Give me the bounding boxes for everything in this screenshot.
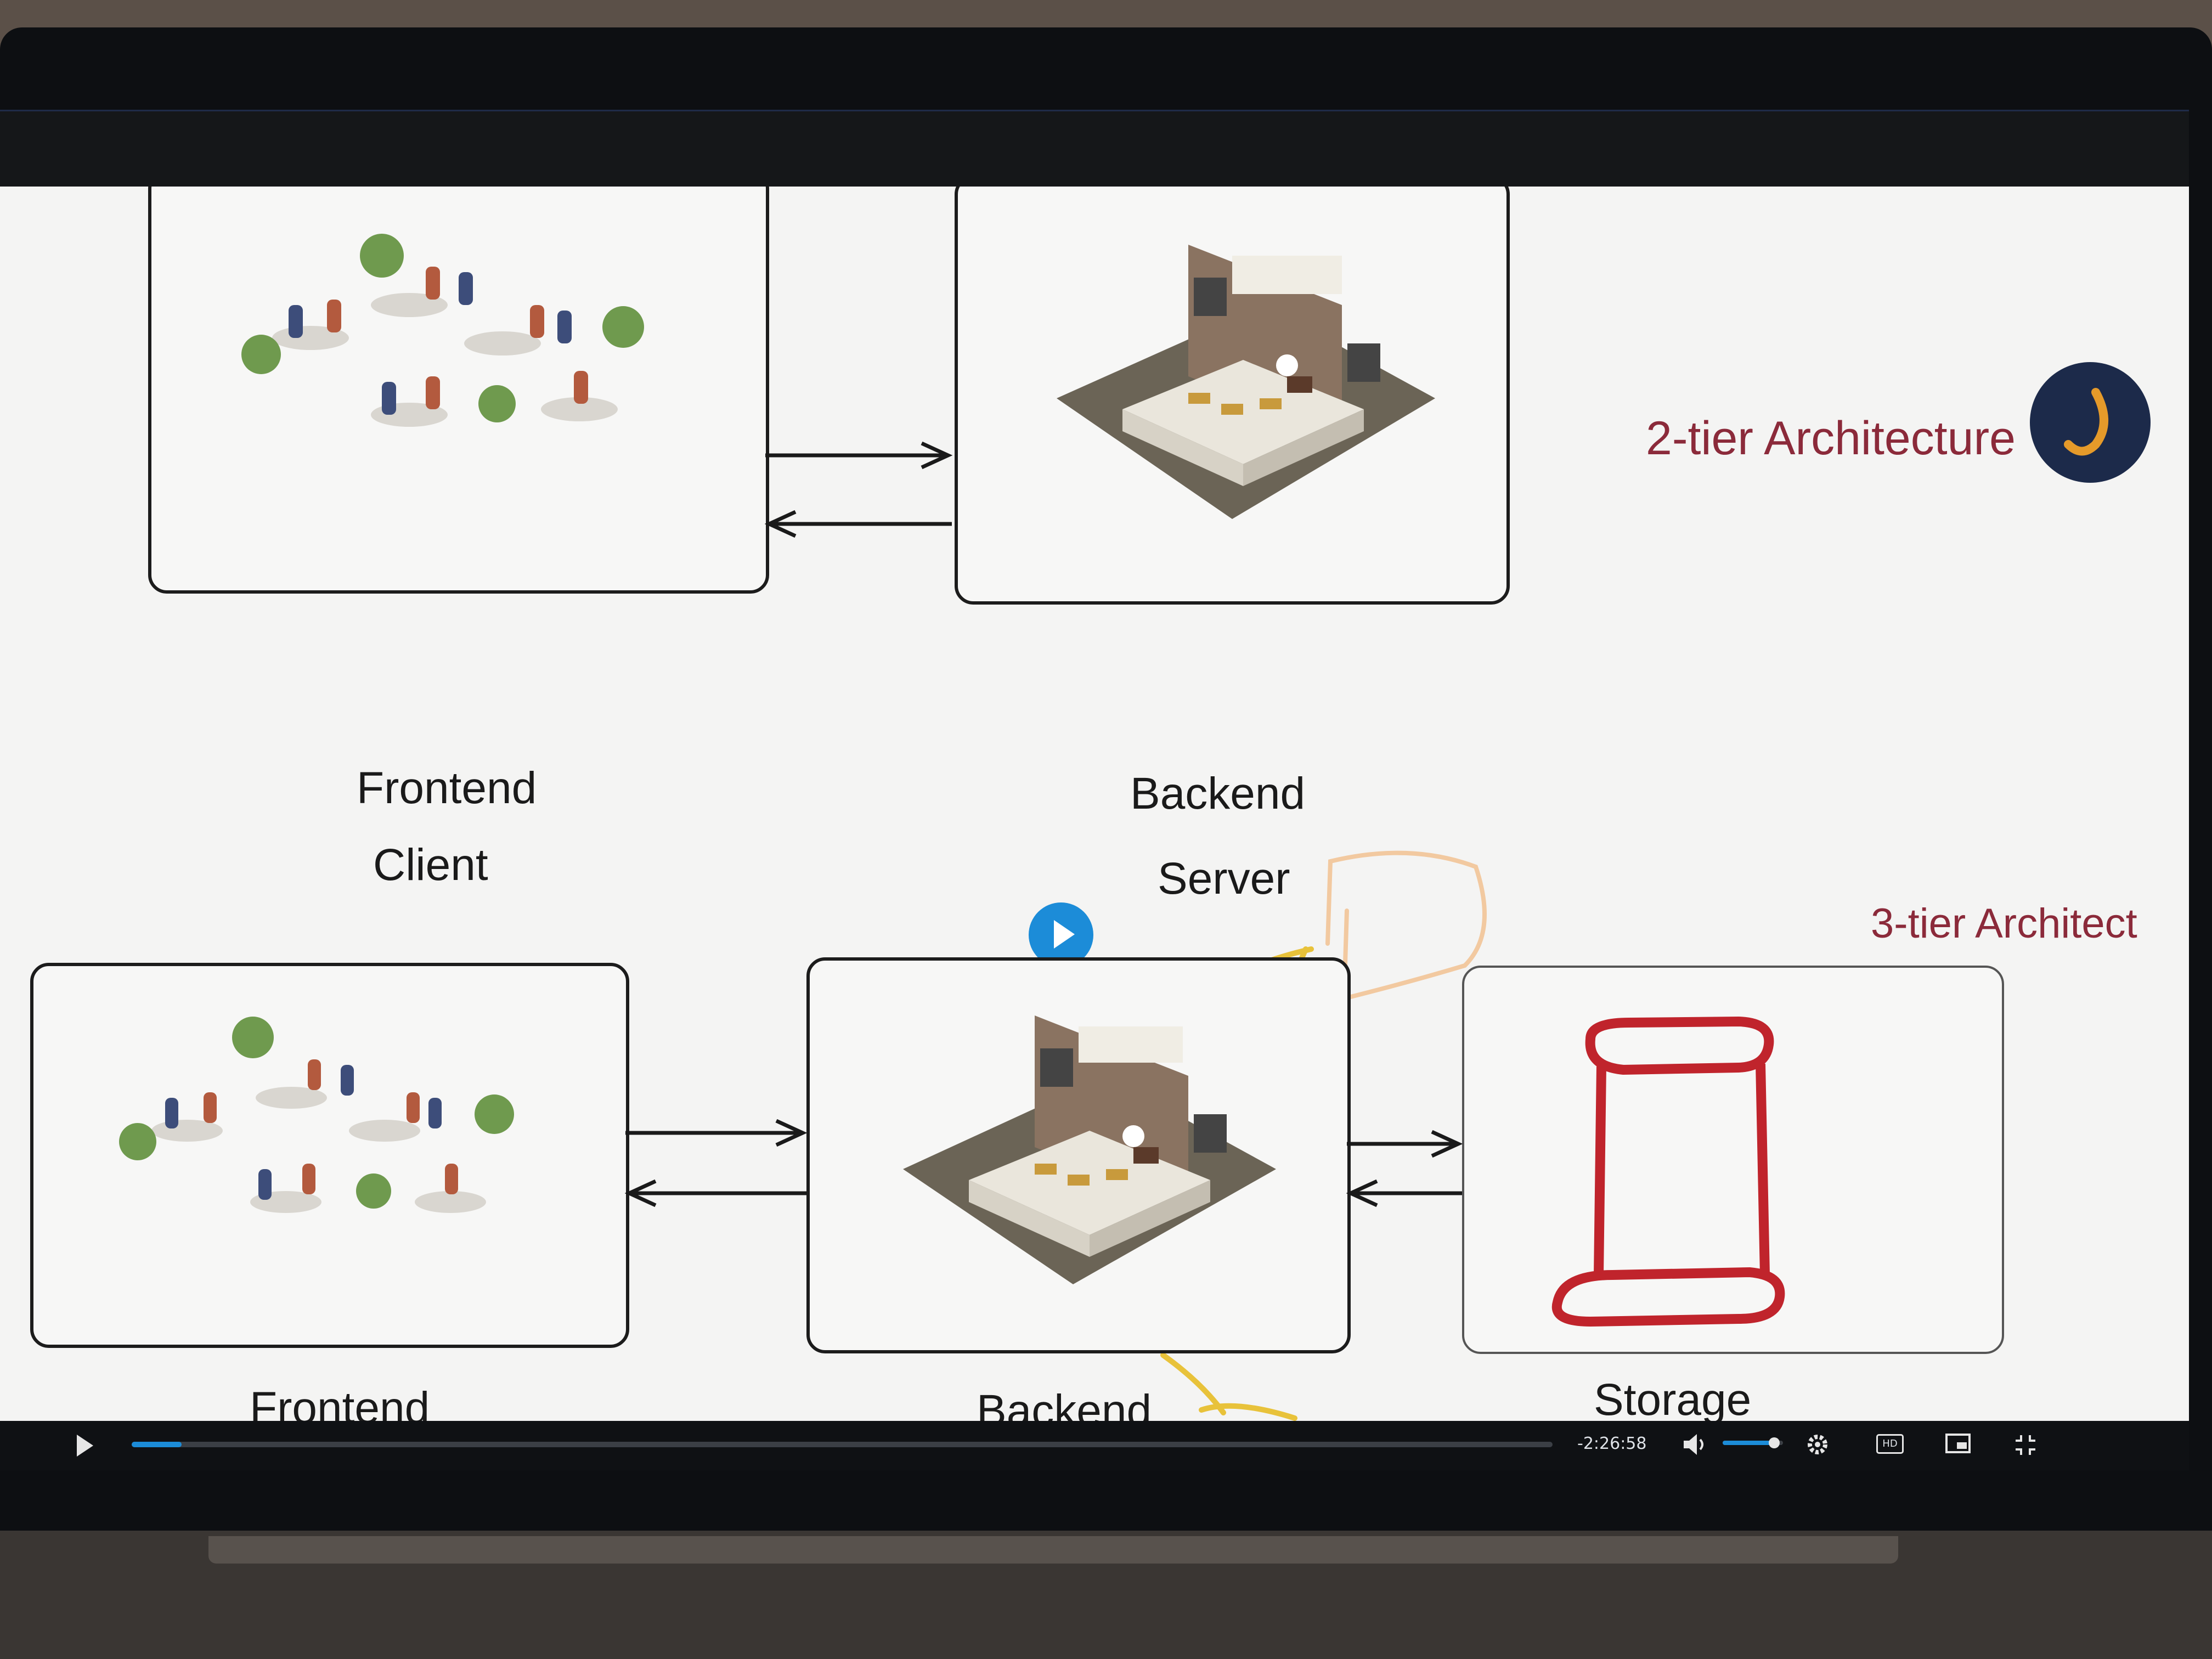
play-icon[interactable] <box>74 1432 96 1459</box>
hand-drawn-database-icon <box>1551 1016 1785 1327</box>
response-arrow-2tier <box>764 510 952 538</box>
progress-bar[interactable] <box>132 1442 1553 1447</box>
frontend-client-box-3tier <box>30 963 629 1348</box>
screen: Frontend Client Backend Server 2-tier Ar… <box>0 110 2189 1470</box>
kitchen-illustration <box>1057 245 1435 519</box>
restaurant-dining-illustration <box>241 234 644 427</box>
center-play-button[interactable] <box>1029 902 1093 967</box>
three-tier-title: 3-tier Architect <box>1871 900 2137 947</box>
request-arrow-3tier-left <box>625 1119 808 1147</box>
client-label-2tier: Client <box>373 840 488 890</box>
response-arrow-3tier-left <box>624 1179 806 1207</box>
storage-label-3tier: Storage <box>1594 1375 1752 1421</box>
volume-knob[interactable] <box>1768 1437 1780 1448</box>
restaurant-dining-illustration <box>119 1017 514 1213</box>
time-remaining: -2:26:58 <box>1577 1434 1647 1453</box>
player-top-bar <box>0 110 2189 188</box>
frontend-client-box-2tier <box>148 187 769 594</box>
frontend-label-2tier: Frontend <box>357 763 537 813</box>
video-slide[interactable]: Frontend Client Backend Server 2-tier Ar… <box>0 187 2189 1421</box>
speaker-icon[interactable] <box>1681 1432 1709 1457</box>
storage-box-3tier <box>1462 966 2004 1354</box>
kitchen-illustration <box>903 1015 1276 1284</box>
response-arrow-3tier-right <box>1346 1179 1462 1207</box>
backend-label-3tier: Backend <box>977 1386 1152 1421</box>
two-tier-title: 2-tier Architecture <box>1646 412 2016 465</box>
backend-label-2tier: Backend <box>1130 769 1306 819</box>
request-arrow-3tier-right <box>1347 1130 1463 1158</box>
gear-icon[interactable] <box>1805 1432 1830 1457</box>
channel-logo <box>2030 362 2151 483</box>
laptop-base-lip <box>208 1536 1898 1564</box>
volume-fill <box>1723 1441 1774 1445</box>
hand-drawn-cursor-stroke <box>1160 1352 1297 1421</box>
backend-server-box-3tier <box>806 957 1351 1353</box>
logo-hook-icon <box>2064 388 2108 456</box>
picture-in-picture-icon[interactable] <box>1945 1433 1972 1455</box>
exit-fullscreen-icon[interactable] <box>2013 1433 2038 1457</box>
backend-server-box-2tier <box>955 187 1510 605</box>
request-arrow-2tier <box>765 441 953 470</box>
hd-badge[interactable]: HD <box>1876 1434 1904 1454</box>
frontend-label-3tier: Frontend <box>250 1383 430 1421</box>
progress-bar-fill <box>132 1442 182 1447</box>
server-label-2tier: Server <box>1158 854 1290 904</box>
volume-slider[interactable] <box>1723 1437 1783 1448</box>
